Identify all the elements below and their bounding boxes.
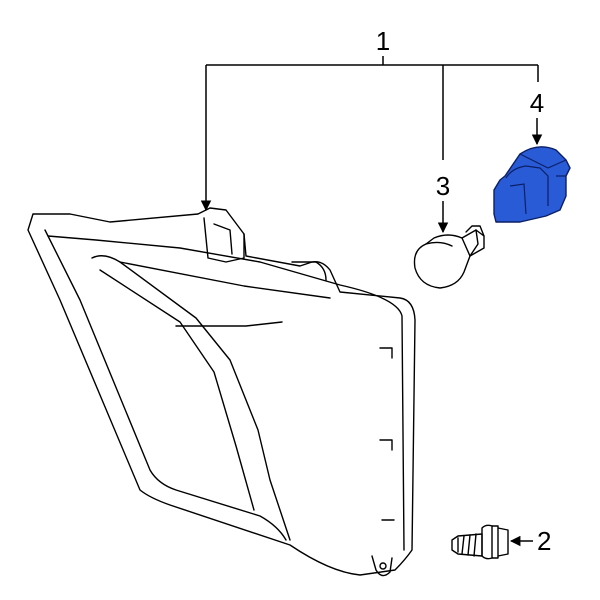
- bulb-socket-icon: [493, 146, 571, 223]
- bulb-icon: [413, 225, 485, 289]
- callout-3-label: 3: [436, 171, 450, 201]
- callout-1-label: 1: [376, 26, 390, 56]
- screw-icon: [451, 524, 509, 560]
- callout-1-leader: [200, 56, 539, 212]
- callout-4-label: 4: [530, 88, 544, 118]
- lamp-housing-icon: [27, 207, 416, 577]
- callout-2-label: 2: [537, 526, 551, 556]
